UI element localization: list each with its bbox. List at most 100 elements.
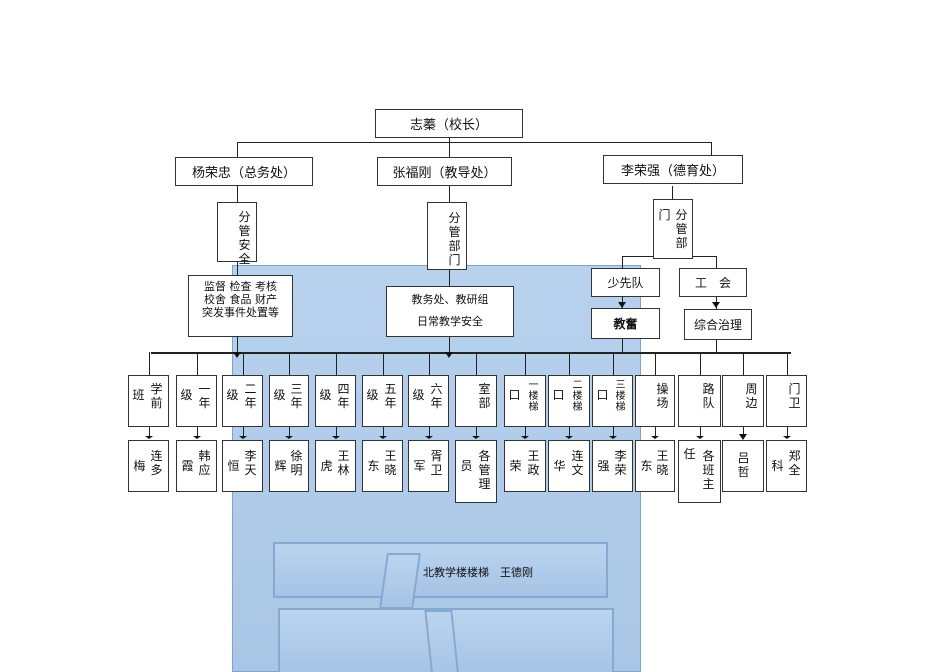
unit-area-box: 周边 — [722, 375, 764, 427]
duty-line: 教务处、教研组 — [411, 293, 489, 306]
arrow-icon — [332, 436, 340, 439]
unit-person-name: 连多 — [150, 449, 163, 477]
connector — [569, 352, 570, 375]
unit-person-left: 虎 — [320, 459, 333, 473]
head-box: 杨荣忠（总务处） — [175, 157, 313, 186]
connector — [700, 426, 701, 438]
arrow-icon — [712, 302, 720, 308]
unit-person-box: 荣 王政 — [504, 440, 546, 492]
arrow-icon — [521, 436, 529, 439]
sub-box-young-pioneers: 少先队 — [591, 268, 660, 297]
unit-person-left: 恒 — [227, 459, 240, 473]
unit-person-box: 霞 韩应 — [176, 440, 217, 492]
unit-person-box: 科 郑全 — [766, 440, 807, 492]
unit-person-left: 东 — [640, 459, 653, 473]
head-box: 李荣强（德育处） — [603, 155, 743, 184]
sub-child-box: 教奮 — [591, 308, 660, 339]
arrow-icon — [379, 436, 387, 439]
unit-person-box: 华 连文 — [548, 440, 590, 492]
arrow-icon — [609, 436, 617, 439]
unit-person-box: 员 各管理 — [455, 440, 497, 503]
connector — [743, 426, 744, 438]
connector — [336, 352, 337, 375]
connector — [289, 352, 290, 375]
connector — [655, 426, 656, 438]
unit-person-box: 军 胥卫 — [408, 440, 449, 492]
unit-person-left: 科 — [771, 459, 784, 473]
unit-person-left: 霞 — [181, 459, 194, 473]
connector — [711, 142, 712, 158]
unit-person-box: 吕哲 — [722, 440, 764, 492]
unit-area-left: 班 — [132, 388, 145, 402]
unit-area-left: 级 — [412, 388, 425, 402]
connector — [613, 352, 614, 375]
connector — [613, 426, 614, 438]
unit-area-left: 口 — [508, 388, 521, 402]
unit-person-box: 辉 徐明 — [269, 440, 309, 492]
unit-area-text: 门卫 — [788, 382, 801, 410]
role-text: 分管安全 — [238, 210, 251, 266]
unit-area-box: 路队 — [678, 375, 721, 427]
connector — [787, 426, 788, 438]
unit-person-left: 强 — [597, 459, 610, 473]
unit-person-left: 东 — [367, 459, 380, 473]
connector — [476, 352, 477, 375]
unit-area-box: 操场 — [635, 375, 675, 427]
unit-person-name: 王晓 — [656, 449, 669, 477]
unit-person-name: 李荣 — [614, 449, 627, 477]
unit-area-text: 室部 — [478, 382, 491, 410]
connector — [525, 426, 526, 438]
unit-person-box: 东 王晓 — [635, 440, 675, 492]
unit-area-text: 四年 — [337, 382, 350, 410]
unit-person-left: 员 — [460, 459, 473, 473]
unit-area-text: 二楼梯 — [572, 380, 583, 413]
background-band — [273, 542, 608, 598]
duties-box: 监督 检查 考核 校舍 食品 财产 突发事件处置等 — [188, 275, 293, 337]
unit-area-text: 周边 — [745, 382, 758, 410]
unit-area-left: 级 — [180, 388, 193, 402]
arrow-icon — [783, 436, 791, 439]
unit-area-left: 级 — [366, 388, 379, 402]
unit-person-left: 任 — [683, 447, 696, 461]
role-text: 分管部 — [675, 208, 688, 250]
connector — [149, 426, 150, 438]
unit-area-text: 六年 — [430, 382, 443, 410]
arrow-icon — [233, 352, 241, 358]
connector — [383, 352, 384, 375]
unit-person-left: 华 — [553, 459, 566, 473]
duty-line: 校舍 食品 财产 — [204, 293, 277, 306]
unit-area-box: 口 一楼梯 — [504, 375, 546, 427]
unit-person-box: 恒 李天 — [222, 440, 263, 492]
unit-person-name: 徐明 — [290, 449, 303, 477]
arrow-icon — [239, 436, 247, 439]
connector — [429, 352, 430, 375]
unit-area-box: 级 一年 — [176, 375, 217, 427]
unit-area-box: 室部 — [455, 375, 497, 427]
unit-area-text: 二年 — [244, 382, 257, 410]
unit-area-left: 口 — [596, 388, 609, 402]
arrow-icon — [425, 436, 433, 439]
head-box: 张福刚（教导处） — [377, 157, 512, 186]
arrow-icon — [193, 436, 201, 439]
connector — [622, 256, 623, 268]
role-box: 分管安全 — [217, 202, 257, 266]
connector — [476, 426, 477, 438]
unit-area-box: 级 三年 — [269, 375, 309, 427]
principal-box: 志蓁（校长） — [375, 109, 523, 138]
unit-area-box: 级 五年 — [362, 375, 403, 427]
unit-area-text: 三年 — [290, 382, 303, 410]
unit-person-name: 韩应 — [198, 449, 211, 477]
connector — [655, 352, 656, 375]
unit-person-name: 各班主 — [702, 449, 715, 491]
unit-area-box: 口 三楼梯 — [592, 375, 633, 427]
unit-area-text: 操场 — [656, 382, 669, 410]
connector — [429, 426, 430, 438]
unit-area-text: 五年 — [384, 382, 397, 410]
connector — [151, 352, 791, 354]
connector — [243, 352, 244, 375]
unit-person-box: 东 王晓 — [362, 440, 403, 492]
connector — [237, 186, 238, 352]
role-box: 门分管部 — [653, 199, 693, 259]
unit-person-left: 军 — [413, 459, 426, 473]
unit-person-name: 连文 — [571, 449, 584, 477]
